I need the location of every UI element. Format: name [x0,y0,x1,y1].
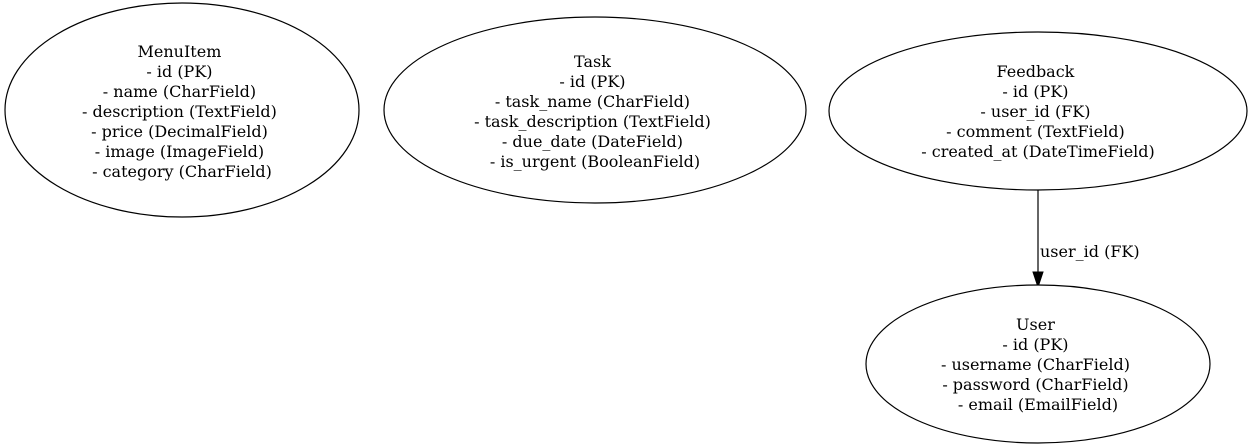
node-feedback-field: - id (PK) [1002,82,1068,101]
node-menuitem-field: - id (PK) [146,62,212,81]
node-task: Task - id (PK) - task_name (CharField) -… [383,16,807,204]
node-task-ellipse [383,16,807,204]
arrowhead-icon [1032,271,1044,289]
node-user-field: - id (PK) [1002,335,1068,354]
node-feedback-label: Feedback - id (PK) - user_id (FK) - comm… [921,62,1155,161]
node-feedback-field: - comment (TextField) [946,122,1125,141]
node-user: User - id (PK) - username (CharField) - … [865,284,1211,444]
edge-label: user_id (FK) [1040,242,1140,261]
node-task-field: - id (PK) [559,72,625,91]
node-feedback: Feedback - id (PK) - user_id (FK) - comm… [828,31,1248,191]
edge-feedback-to-user: user_id (FK) [1032,190,1140,289]
node-menuitem-label: MenuItem - id (PK) - name (CharField) - … [82,42,282,181]
node-user-label: User - id (PK) - username (CharField) - … [941,315,1135,414]
node-menuitem-field: - description (TextField) [82,102,277,121]
node-menuitem: MenuItem - id (PK) - name (CharField) - … [4,2,360,218]
node-feedback-field: - created_at (DateTimeField) [921,142,1155,161]
node-feedback-field: - user_id (FK) [980,102,1090,121]
node-user-ellipse [865,284,1211,444]
node-feedback-title: Feedback [997,62,1075,81]
node-menuitem-field: - category (CharField) [92,162,272,181]
node-user-field: - username (CharField) [941,355,1130,374]
node-menuitem-field: - price (DecimalField) [91,122,268,141]
node-user-title: User [1016,315,1055,334]
node-menuitem-title: MenuItem [138,42,222,61]
node-task-field: - task_name (CharField) [495,92,690,111]
node-task-field: - is_urgent (BooleanField) [490,152,700,171]
node-menuitem-field: - name (CharField) [103,82,256,101]
node-task-field: - task_description (TextField) [474,112,711,131]
node-task-label: Task - id (PK) - task_name (CharField) -… [474,52,716,171]
node-user-field: - password (CharField) [942,375,1128,394]
node-task-title: Task [574,52,611,71]
node-menuitem-ellipse [4,2,360,218]
node-user-field: - email (EmailField) [958,395,1118,414]
node-task-field: - due_date (DateField) [502,132,683,151]
node-menuitem-field: - image (ImageField) [95,142,264,161]
